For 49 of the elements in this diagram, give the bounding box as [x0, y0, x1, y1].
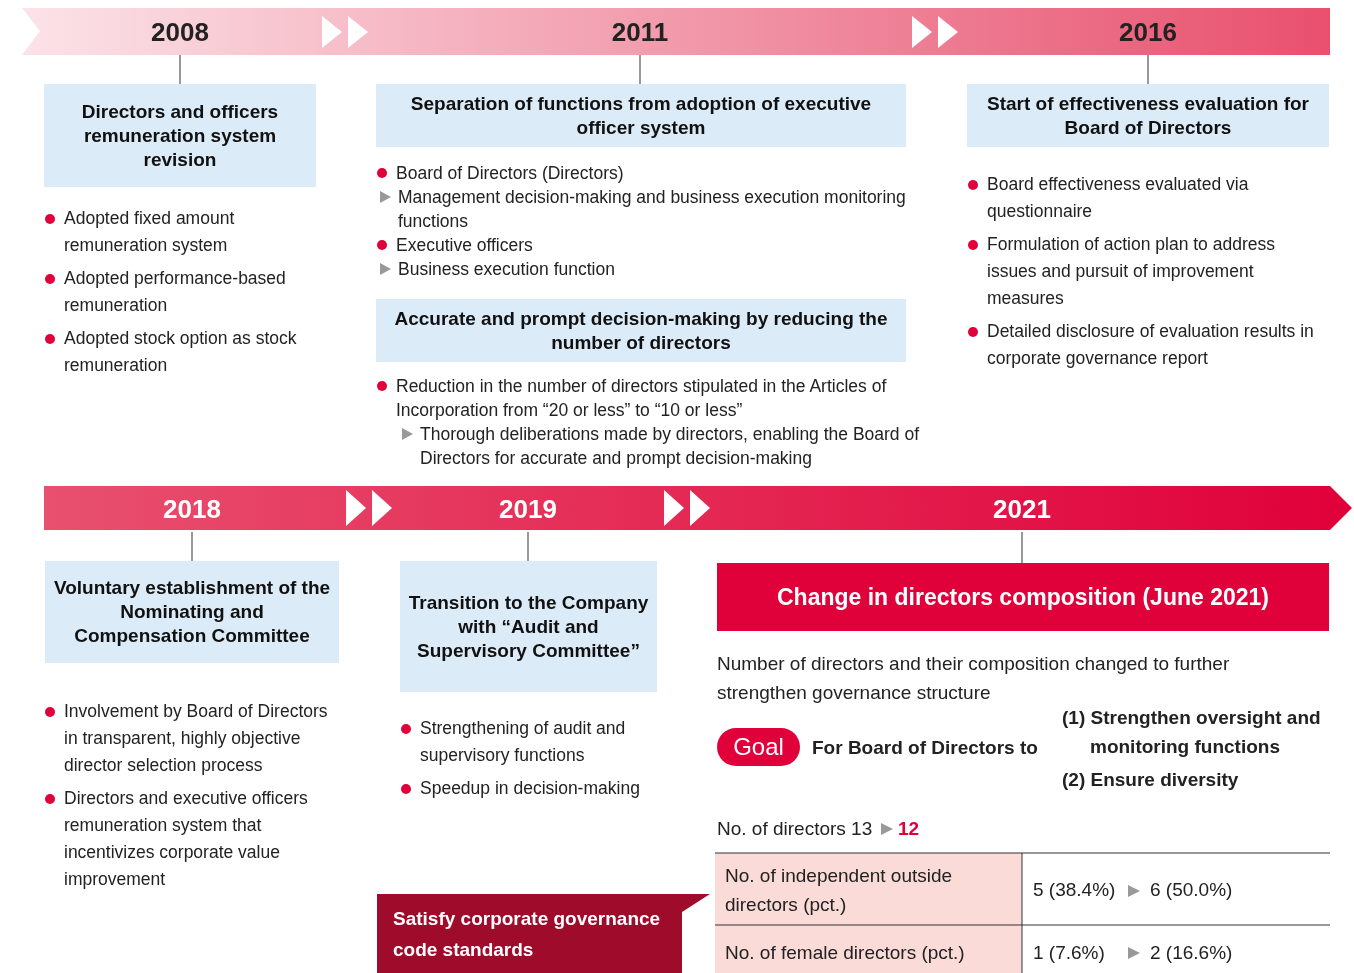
- table-value: 1 (7.6%): [1033, 941, 1106, 965]
- bullet-item: Thorough deliberations made by directors, enabling the Board of Directors for accurate and prompt decision-making: [398, 422, 926, 470]
- connector-line: [179, 54, 181, 85]
- milestone-box: Accurate and prompt decision-making by reducing the number of directors: [376, 299, 906, 362]
- year-label: 2018: [142, 494, 242, 524]
- goal-badge: Goal: [717, 728, 800, 766]
- count-text: No. of directors 13: [717, 817, 874, 841]
- heading-banner: Change in directors composition (June 2021): [717, 563, 1329, 631]
- year-label: 2016: [1098, 17, 1198, 47]
- callout-tag: Satisfy corporate governance code standards: [377, 894, 682, 973]
- milestone-box: Transition to the Company with “Audit and Supervisory Committee”: [400, 561, 657, 692]
- bullet-item: Management decision-making and business execution monitoring functions: [376, 185, 906, 233]
- table-value: 2 (16.6%): [1150, 941, 1234, 965]
- year-label: 2011: [590, 17, 690, 47]
- bullet-item: Reduction in the number of directors stipulated in the Articles of Incorporation from “20 or less” to “10 or less”: [376, 374, 926, 422]
- bullet-item: Adopted performance-based remuneration: [44, 265, 324, 319]
- table-row-header: No. of independent outside directors (pct.): [725, 864, 954, 917]
- year-label: 2019: [478, 494, 578, 524]
- table-row-header: No. of female directors (pct.): [725, 941, 966, 965]
- bullet-item: Involvement by Board of Directors in transparent, highly objective director selection process: [44, 698, 334, 779]
- bullet-item: Board of Directors (Directors): [376, 161, 906, 185]
- connector-line: [527, 531, 529, 562]
- table-value: 5 (38.4%): [1033, 878, 1117, 902]
- milestone-box: Start of effectiveness evaluation for Board of Directors: [967, 84, 1329, 147]
- bullet-item: Detailed disclosure of evaluation results in corporate governance report: [967, 318, 1329, 372]
- connector-line: [1147, 54, 1149, 85]
- connector-line: [191, 531, 193, 562]
- bullet-item: Formulation of action plan to address issues and pursuit of improvement measures: [967, 231, 1329, 312]
- bullet-item: Business execution function: [376, 257, 906, 281]
- bullet-item: Adopted stock option as stock remuneration: [44, 325, 324, 379]
- bullet-item: Board effectiveness evaluated via questionnaire: [967, 171, 1329, 225]
- milestone-box: Voluntary establishment of the Nominating and Compensation Committee: [45, 561, 339, 663]
- connector-line: [639, 54, 641, 85]
- bullet-item: Speedup in decision-making: [400, 775, 657, 802]
- goal-text: For Board of Directors to: [812, 736, 1039, 760]
- count-value: 12: [898, 817, 921, 841]
- bullet-item: Strengthening of audit and supervisory functions: [400, 715, 657, 769]
- bullet-item: Directors and executive officers remuneration system that incentivizes corporate value improvement: [44, 785, 334, 893]
- milestone-box: Directors and officers remuneration system revision: [44, 84, 316, 187]
- description-text: Number of directors and their composition changed to further strengthen governance structure: [717, 652, 1231, 705]
- goal-item: (1) Strengthen oversight and monitoring functions: [1062, 706, 1322, 759]
- milestone-box: Separation of functions from adoption of executive officer system: [376, 84, 906, 147]
- year-label: 2021: [972, 494, 1072, 524]
- connector-line: [1021, 531, 1023, 564]
- goal-item: (2) Ensure diversity: [1062, 768, 1240, 792]
- year-label: 2008: [130, 17, 230, 47]
- table-value: 6 (50.0%): [1150, 878, 1234, 902]
- bullet-item: Adopted fixed amount remuneration system: [44, 205, 324, 259]
- bullet-item: Executive officers: [376, 233, 906, 257]
